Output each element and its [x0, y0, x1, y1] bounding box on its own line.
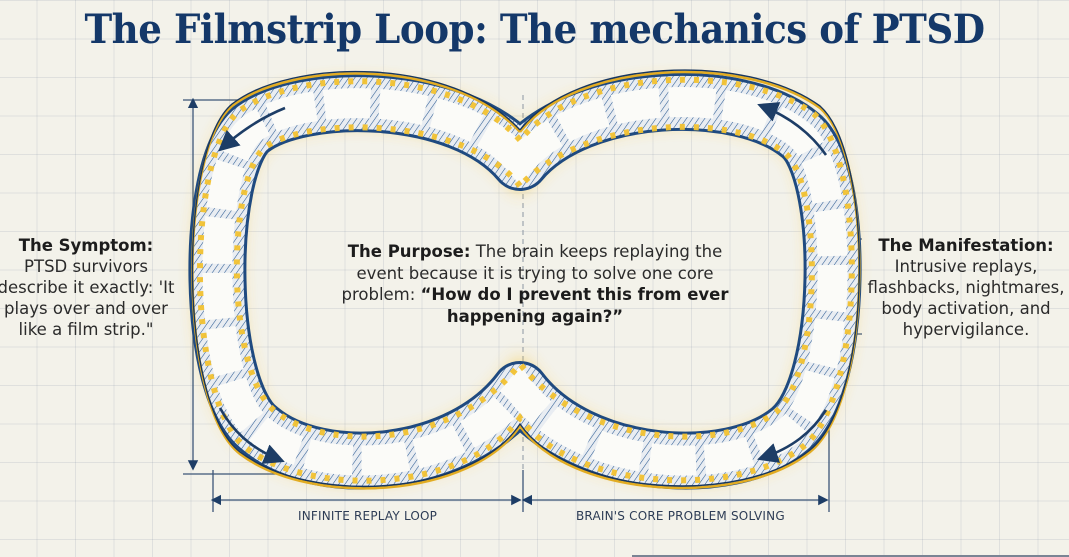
rotation-arrow-icon	[218, 102, 828, 464]
rotation-arrow-bottom-right	[757, 409, 828, 463]
symptom-panel: The Symptom: PTSD survivors describe it …	[0, 235, 176, 340]
symptom-heading: The Symptom:	[18, 236, 154, 255]
bottom-divider	[632, 555, 1069, 557]
purpose-text: The brain keeps replaying the event beca…	[341, 242, 723, 304]
infinite-replay-loop-label: INFINITE REPLAY LOOP	[298, 509, 438, 523]
rotation-arrow-top-left	[218, 106, 286, 152]
rim-line	[191, 70, 861, 490]
purpose-question: “How do I prevent this from ever happeni…	[420, 285, 729, 326]
manifestation-text: Intrusive replays, flashbacks, nightmare…	[867, 257, 1065, 339]
manifestation-panel: The Manifestation: Intrusive replays, fl…	[866, 235, 1066, 340]
purpose-panel: The Purpose: The brain keeps replaying t…	[325, 241, 745, 327]
rotation-arrow-bottom-left	[218, 407, 285, 464]
page-title: The Filmstrip Loop: The mechanics of PTS…	[84, 6, 985, 53]
symptom-text: PTSD survivors describe it exactly: 'It …	[0, 257, 175, 339]
manifestation-heading: The Manifestation:	[878, 236, 1054, 255]
filmstrip-loop-icon	[188, 69, 862, 490]
brains-core-problem-solving-label: BRAIN'S CORE PROBLEM SOLVING	[576, 509, 785, 523]
sprocket-row-outer	[197, 76, 855, 484]
rotation-arrow-top-right	[757, 102, 828, 156]
film-frames	[202, 86, 848, 476]
purpose-heading: The Purpose:	[347, 242, 471, 261]
